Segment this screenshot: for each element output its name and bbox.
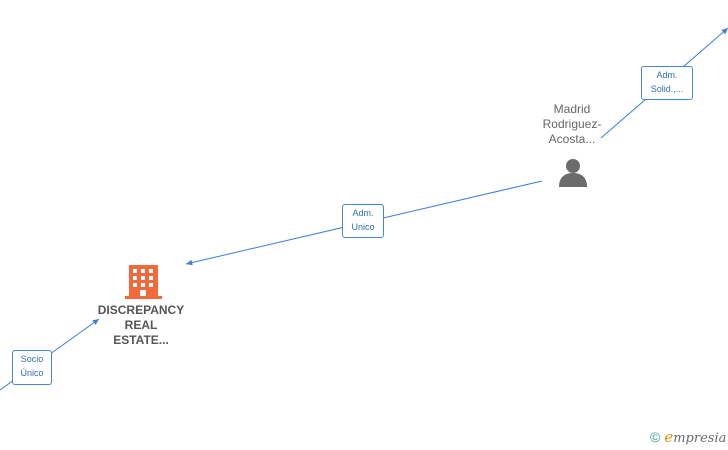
brand-watermark: ©empresia xyxy=(650,428,726,446)
person-icon[interactable] xyxy=(559,159,587,187)
edge-label-adm-solid[interactable]: Adm. Solid.,... xyxy=(641,66,693,100)
company-label-line: REAL xyxy=(124,318,158,332)
edge-label-adm-unico[interactable]: Adm. Unico xyxy=(342,204,384,238)
person-label-line: Madrid xyxy=(553,102,591,116)
edge-label-line: Único xyxy=(20,368,44,378)
edge-label-line: Adm. xyxy=(656,70,678,80)
edge-label-line: Adm. xyxy=(352,208,374,218)
edge-label-line: Solid.,... xyxy=(650,84,684,94)
building-icon[interactable] xyxy=(125,265,162,299)
brand-name: mpresia xyxy=(673,431,727,446)
company-label-line: DISCREPANCY xyxy=(97,303,185,317)
person-node-label[interactable]: Madrid Rodriguez- Acosta... xyxy=(528,102,616,147)
edge-label-socio-unico[interactable]: Socio Único xyxy=(12,350,52,385)
person-label-line: Rodriguez- xyxy=(542,117,602,131)
copyright-icon: © xyxy=(650,429,661,445)
company-node-label[interactable]: DISCREPANCY REAL ESTATE... xyxy=(86,303,196,348)
edge-label-line: Unico xyxy=(351,222,375,232)
edge-label-line: Socio xyxy=(20,354,44,364)
brand-initial: e xyxy=(664,428,674,446)
person-label-line: Acosta... xyxy=(548,132,596,146)
company-label-line: ESTATE... xyxy=(113,333,169,347)
